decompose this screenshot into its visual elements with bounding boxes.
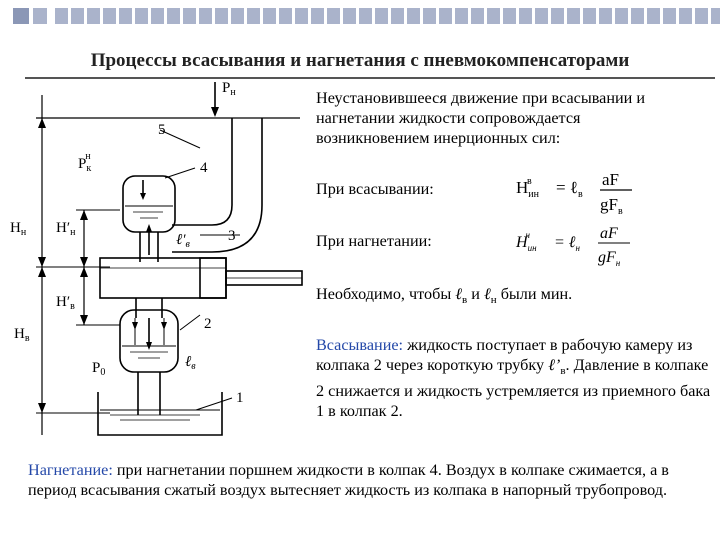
discharge-paragraph: Нагнетание: при нагнетании поршнем жидко… (28, 461, 669, 499)
suction-label: При всасывании: (316, 180, 434, 198)
suction-term: Всасывание: (316, 336, 404, 354)
svg-text:gFн: gFн (598, 249, 621, 268)
svg-text:Pн: Pн (222, 80, 236, 98)
decor-square-1 (13, 8, 29, 24)
svg-text:H′в: H′в (56, 294, 75, 312)
svg-text:2: 2 (204, 316, 212, 332)
discharge-formula: Hинн = ℓн aF gFн (515, 225, 630, 268)
slide-title: Процессы всасывания и нагнетания с пневм… (90, 50, 630, 71)
svg-text:1: 1 (236, 390, 244, 406)
title-rule (25, 77, 715, 79)
intro-paragraph: Неустановившееся движение при всасывании… (316, 89, 646, 147)
svg-text:Hв: Hв (14, 326, 30, 344)
discharge-term: Нагнетание: (28, 461, 113, 479)
svg-text:ℓ′в: ℓ′в (176, 232, 191, 250)
svg-text:Hн: Hн (10, 220, 27, 238)
svg-text:5: 5 (158, 122, 166, 138)
decor-stripe-bar (55, 8, 720, 24)
svg-text:ℓв: ℓв (185, 354, 196, 372)
discharge-label: При нагнетании: (316, 232, 432, 250)
svg-text:aF: aF (600, 225, 618, 242)
svg-text:= ℓв: = ℓв (556, 178, 583, 200)
condition-line: Необходимо, чтобы ℓв и ℓн были мин. (316, 285, 573, 307)
svg-text:P0: P0 (92, 360, 105, 378)
svg-text:gFв: gFв (600, 195, 623, 217)
svg-text:aF: aF (602, 170, 619, 189)
pump-diagram: Pн 5 Pкн 4 Hн H′н ℓ′в 3 H′в 2 Hв ℓв P0 1 (10, 80, 303, 436)
svg-text:Hинн: Hинн (515, 230, 537, 253)
svg-text:H′н: H′н (56, 220, 76, 238)
svg-text:3: 3 (228, 228, 236, 244)
svg-text:Hинв: Hинв (516, 176, 540, 200)
svg-text:4: 4 (200, 160, 208, 176)
suction-paragraph: Всасывание: жидкость поступает в рабочую… (316, 336, 711, 421)
suction-formula: Hинв = ℓв aF gFв (516, 170, 632, 217)
svg-text:Pкн: Pкн (78, 151, 91, 174)
svg-text:= ℓн: = ℓн (554, 234, 580, 253)
decor-square-2 (33, 8, 47, 24)
